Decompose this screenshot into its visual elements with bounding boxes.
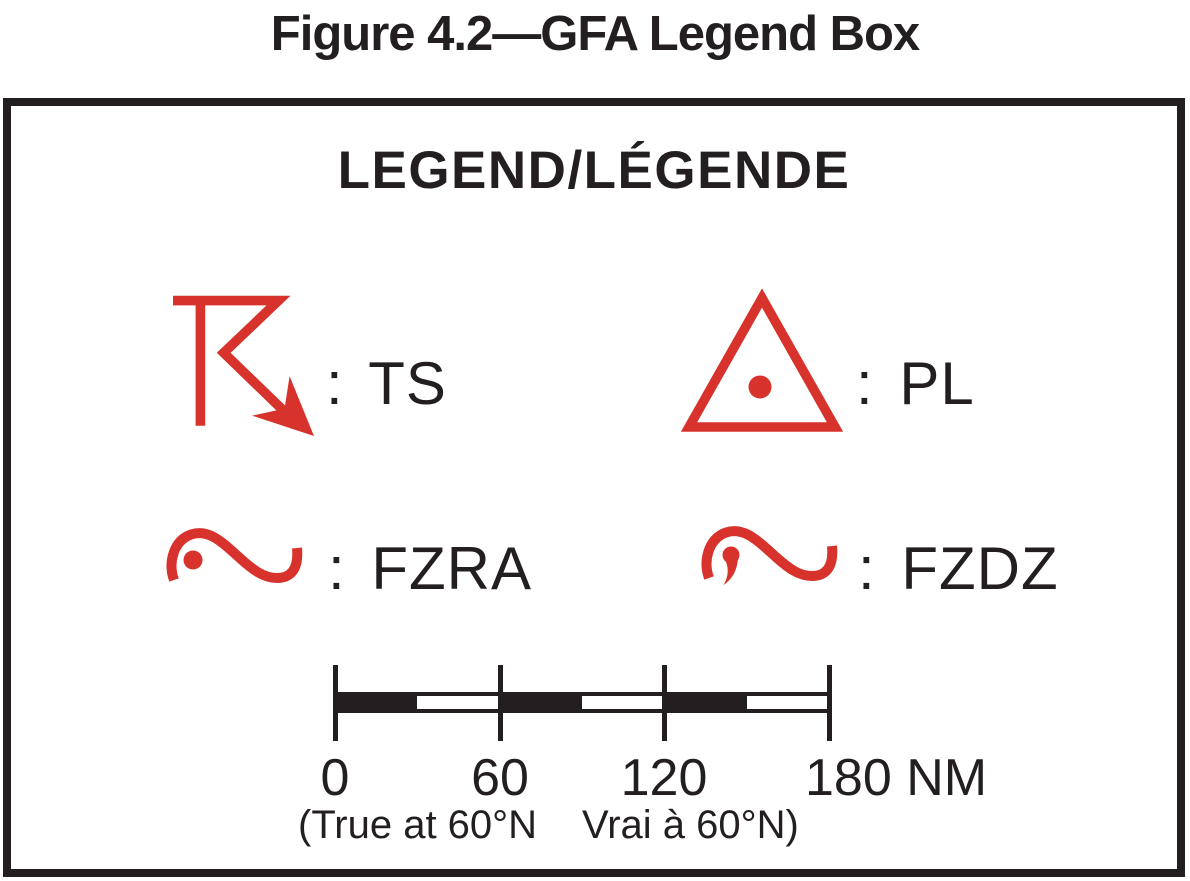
scale-tick [826, 665, 832, 741]
scale-tick-label: 120 [620, 749, 708, 807]
fzra-label: : FZRA [328, 535, 532, 602]
scale-note-fr: Vrai à 60°N) [582, 803, 799, 847]
legend-heading: LEGEND/LÉGENDE [337, 141, 851, 200]
pl-label: : PL [856, 350, 975, 417]
fzdz-label: : FZDZ [858, 535, 1059, 602]
scale-segment [335, 696, 418, 709]
legend-box: LEGEND/LÉGENDE : TS : PL : FZRA [3, 98, 1185, 877]
scale-bar [335, 692, 829, 713]
scale-segment [581, 696, 665, 709]
scale-tick-label: 180 NM [805, 749, 988, 807]
scale-tick [497, 665, 503, 741]
figure-title: Figure 4.2—GFA Legend Box [270, 7, 920, 61]
scale-tick-label: 60 [471, 749, 529, 807]
scale-segment [417, 696, 500, 709]
scale-segment [664, 696, 747, 709]
scale-tick [661, 665, 667, 741]
ice-pellets-pl-icon [680, 288, 844, 434]
scale-segment [499, 696, 582, 709]
scale-tick-label: 0 [320, 749, 350, 807]
ts-label: : TS [326, 350, 447, 417]
freezing-drizzle-fzdz-icon [701, 526, 843, 586]
scale-segment [746, 696, 829, 709]
scale-note-en: (True at 60°N [298, 803, 538, 847]
thunderstorm-ts-icon [171, 293, 318, 440]
freezing-rain-fzra-icon [166, 528, 308, 588]
scale-tick [332, 665, 338, 741]
